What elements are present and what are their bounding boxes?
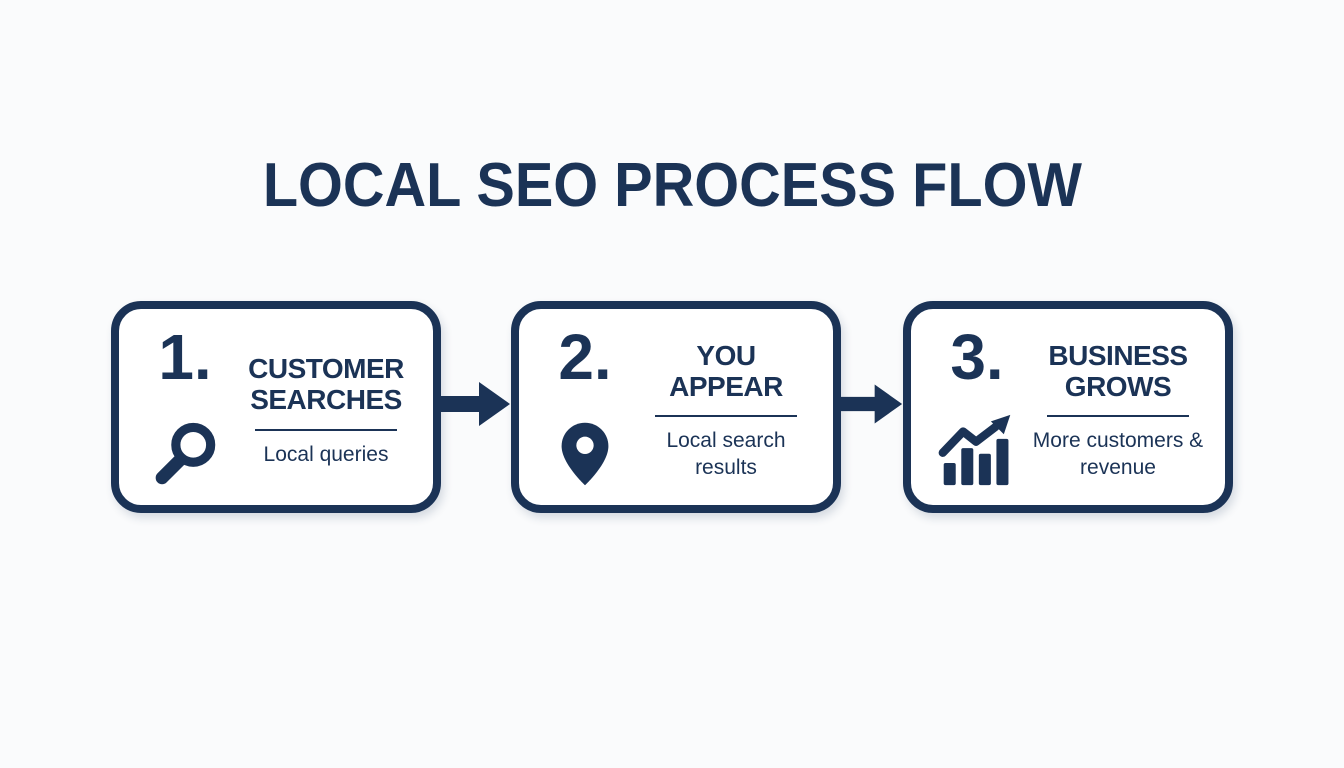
step-2-right-column: YOU APPEAR Local search results [631,327,821,491]
step-card-business-grows: 3. BUSINESS GROWS [903,301,1233,514]
step-subtitle: Local search results [666,429,786,479]
bar-4 [996,439,1009,486]
bar-2 [961,448,974,486]
arrow-shape [841,384,903,424]
step-title: YOU APPEAR [669,340,783,403]
step-1-left-column: 1. [139,321,231,491]
step-card-customer-searches: 1. CUSTOMER SEARCHES Local queries [111,301,441,514]
step-title-line1: BUSINESS [1048,339,1188,371]
step-1-right-column: CUSTOMER SEARCHES Local queries [231,327,421,491]
process-flow: 1. CUSTOMER SEARCHES Local queries [111,301,1233,514]
step-title-line1: CUSTOMER [248,352,404,384]
magnifier-handle [155,454,186,485]
step-card-you-appear: 2. YOU APPEAR Local search results [511,301,841,514]
pin-hole [576,436,594,455]
step-title-line2: GROWS [1064,371,1172,403]
step-number: 3. [950,321,1004,394]
step-divider [655,415,797,418]
location-pin-icon [559,421,611,487]
step-3-right-column: BUSINESS GROWS More customers & revenue [1023,327,1213,491]
step-subtitle: Local queries [263,442,389,466]
magnifier-glass [171,423,216,468]
step-divider [1047,415,1189,418]
step-title: CUSTOMER SEARCHES [248,353,404,416]
step-number: 2. [558,321,612,394]
arrow-right-icon [441,381,511,427]
trend-line [938,423,1000,458]
step-divider [255,428,397,431]
step-title-line1: YOU [696,339,756,371]
step-subtitle: More customers & revenue [1032,429,1204,479]
bar-3 [978,453,991,486]
step-number: 1. [158,321,212,394]
step-2-left-column: 2. [539,321,631,491]
arrow-right-icon [841,381,903,427]
step-3-left-column: 3. [931,321,1023,491]
arrow-shape [441,382,510,427]
magnifier-icon [152,421,218,487]
growth-chart-icon [938,413,1016,487]
step-title: BUSINESS GROWS [1048,339,1188,403]
bar-1 [943,463,956,486]
step-title-line2: APPEAR [669,371,783,403]
step-title-line2: SEARCHES [250,384,402,416]
page-title: LOCAL SEO PROCESS FLOW [262,151,1082,220]
